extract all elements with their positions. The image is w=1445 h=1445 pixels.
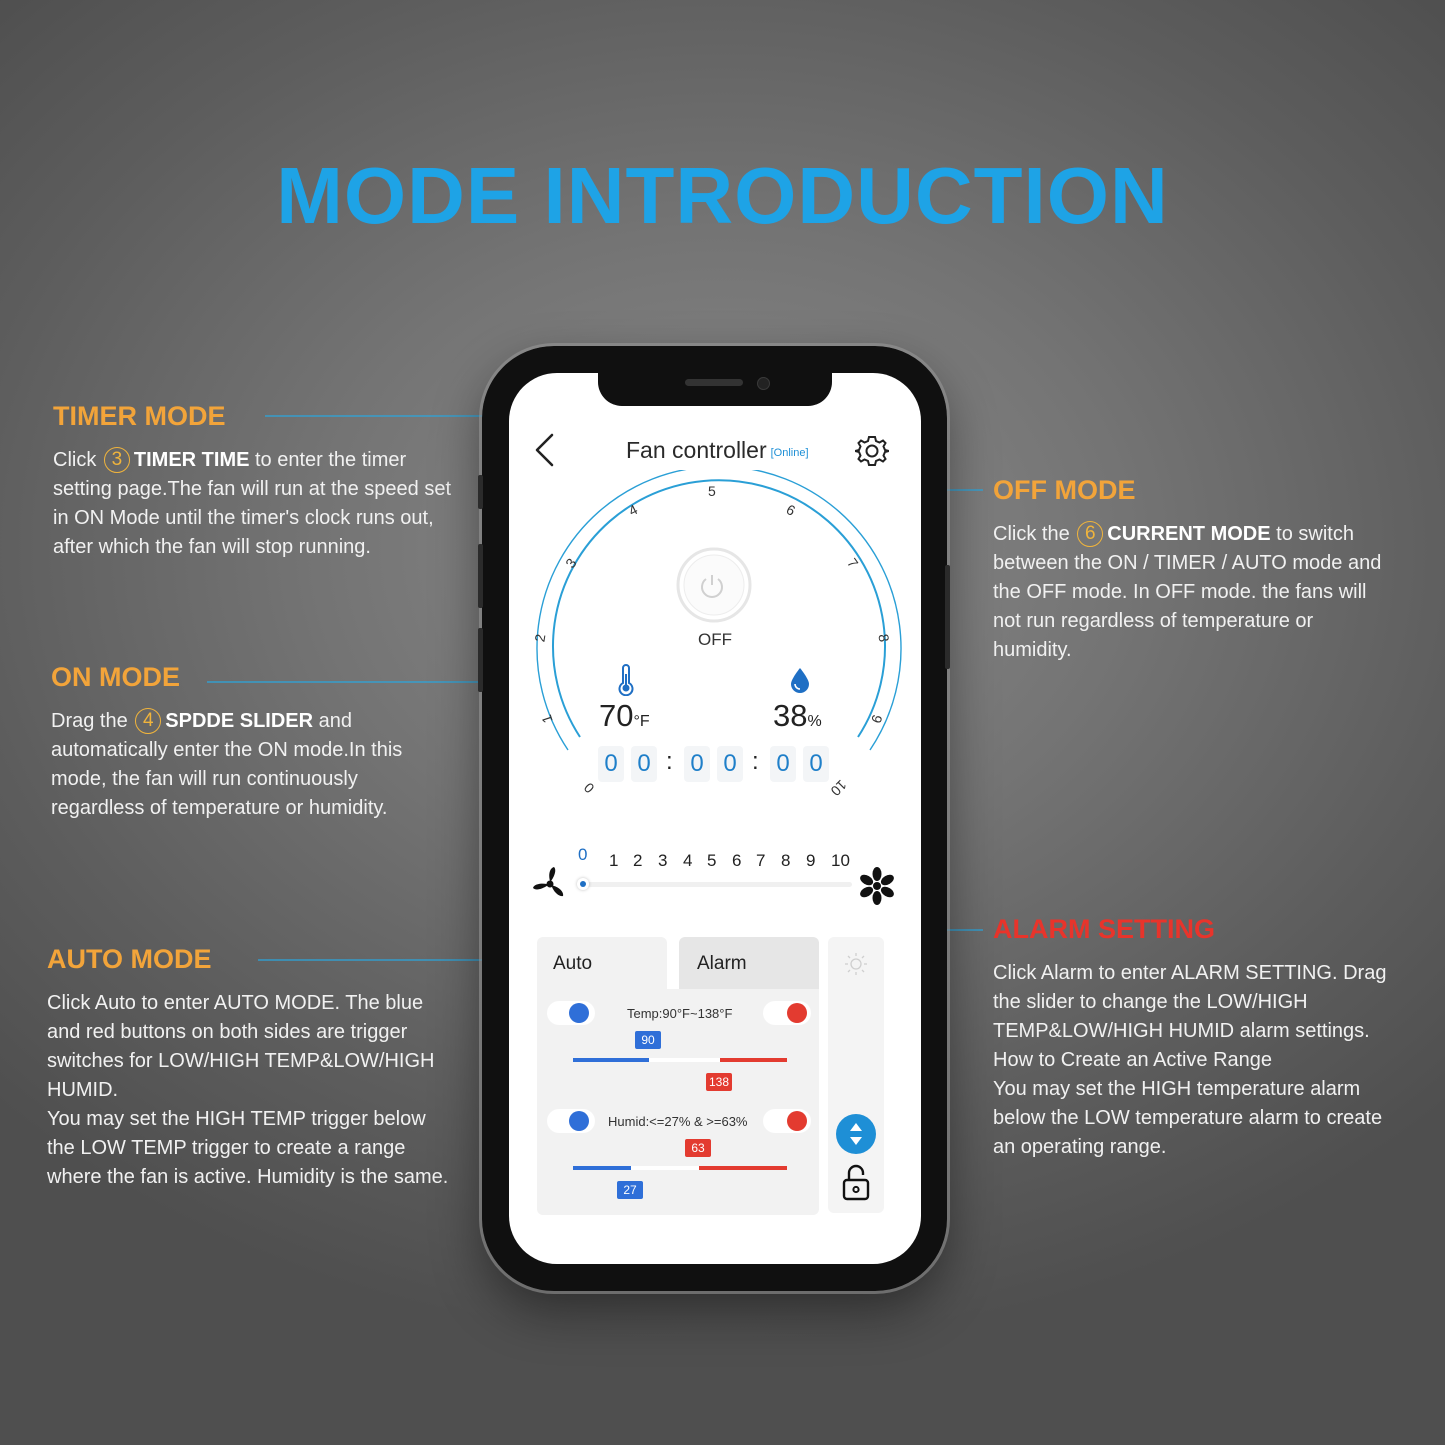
gear-icon[interactable] [855,434,889,468]
toggle-knob [569,1111,589,1131]
volume-down-button [478,628,483,692]
temp-high-bar[interactable] [720,1058,787,1062]
tab-alarm[interactable]: Alarm [679,937,819,991]
speed-label[interactable]: 2 [633,851,643,870]
timer-minutes-ones[interactable]: 0 [717,746,743,782]
humid-range-label: Humid:<=27% & >=63% [608,1114,748,1129]
alarm-setting-description-3: You may set the HIGH temperature alarm b… [993,1078,1383,1158]
alarm-setting-section: ALARM SETTING Click Alarm to enter ALARM… [993,914,1398,1162]
tab-auto[interactable]: Auto [537,937,667,991]
step-3-badge: 3 [103,447,130,473]
alarm-setting-description-2: How to Create an Active Range [993,1049,1273,1071]
fan-small-icon [533,867,564,897]
humid-low-bar[interactable] [573,1166,631,1170]
mute-switch [478,475,483,509]
speed-label-current[interactable]: 0 [578,845,588,864]
temperature-readout: 70°F [599,698,650,733]
timer-hours-ones[interactable]: 0 [631,746,657,782]
speed-label[interactable]: 6 [732,851,742,870]
connection-status: [Online] [770,447,809,459]
toggle-knob [569,1003,589,1023]
timer-minutes-tens[interactable]: 0 [684,746,710,782]
auto-settings-panel [537,989,819,1215]
alarm-setting-title: ALARM SETTING [993,914,1215,944]
front-camera [757,377,770,390]
temp-range-label: Temp:90°F~138°F [627,1006,733,1021]
speed-label[interactable]: 4 [683,851,693,870]
temp-low-bar[interactable] [573,1058,649,1062]
unlock-icon[interactable] [842,1164,870,1202]
speed-label[interactable]: 1 [609,851,619,870]
off-mode-title: OFF MODE [993,475,1136,505]
fan-large-icon [860,867,894,905]
alarm-setting-description: Click Alarm to enter ALARM SETTING. Drag… [993,962,1387,1042]
low-temp-value: 90 [635,1031,661,1049]
thermometer-icon [618,664,634,696]
toggle-knob [787,1111,807,1131]
speed-slider-handle[interactable] [577,878,589,890]
high-temp-toggle[interactable] [763,1001,811,1025]
phone-notch [598,373,832,406]
water-drop-icon [791,668,809,693]
page-title: MODE INTRODUCTION [276,151,1169,240]
speed-label[interactable]: 7 [756,851,766,870]
app-header-title: Fan controller[Online] [626,437,809,463]
speed-label[interactable]: 3 [658,851,668,870]
auto-mode-description-2: You may set the HIGH TEMP trigger below … [47,1108,449,1188]
timer-mode-title: TIMER MODE [53,401,226,431]
timer-colon: : [666,748,673,775]
timer-hours-tens[interactable]: 0 [598,746,624,782]
low-humid-toggle[interactable] [547,1109,595,1133]
on-mode-title: ON MODE [51,662,181,692]
timer-seconds-tens[interactable]: 0 [770,746,796,782]
volume-up-button [478,544,483,608]
tab-alarm-label: Alarm [697,953,747,974]
auto-mode-section: AUTO MODE Click Auto to enter AUTO MODE.… [47,944,457,1192]
high-humid-toggle[interactable] [763,1109,811,1133]
speed-label[interactable]: 10 [831,851,850,870]
auto-mode-description: Click Auto to enter AUTO MODE. The blue … [47,992,435,1101]
phone-speaker [685,379,743,386]
low-humid-value: 27 [617,1181,643,1199]
timer-colon: : [752,748,759,775]
current-mode-label[interactable]: OFF [698,630,732,649]
temp-mid-bar [649,1058,720,1062]
timer-seconds-ones[interactable]: 0 [803,746,829,782]
humid-high-bar[interactable] [699,1166,787,1170]
auto-mode-title: AUTO MODE [47,944,212,974]
low-temp-toggle[interactable] [547,1001,595,1025]
humid-mid-bar [631,1166,699,1170]
step-6-badge: 6 [1077,521,1104,547]
step-4-badge: 4 [135,708,162,734]
gauge-tick-label: 5 [708,483,716,499]
high-temp-value: 138 [706,1073,732,1091]
power-icon[interactable] [696,570,728,602]
power-side-button [945,565,950,669]
up-down-arrows-icon[interactable] [835,1113,877,1155]
speed-slider-track[interactable] [582,882,852,887]
high-humid-value: 63 [685,1139,711,1157]
speed-label[interactable]: 9 [806,851,816,870]
back-arrow-icon[interactable] [532,432,556,468]
speed-gauge [536,470,902,751]
tab-auto-label: Auto [553,953,593,974]
toggle-knob [787,1003,807,1023]
speed-label[interactable]: 8 [781,851,791,870]
sun-icon[interactable] [844,952,868,976]
speed-label[interactable]: 5 [707,851,717,870]
humidity-readout: 38% [773,698,822,733]
